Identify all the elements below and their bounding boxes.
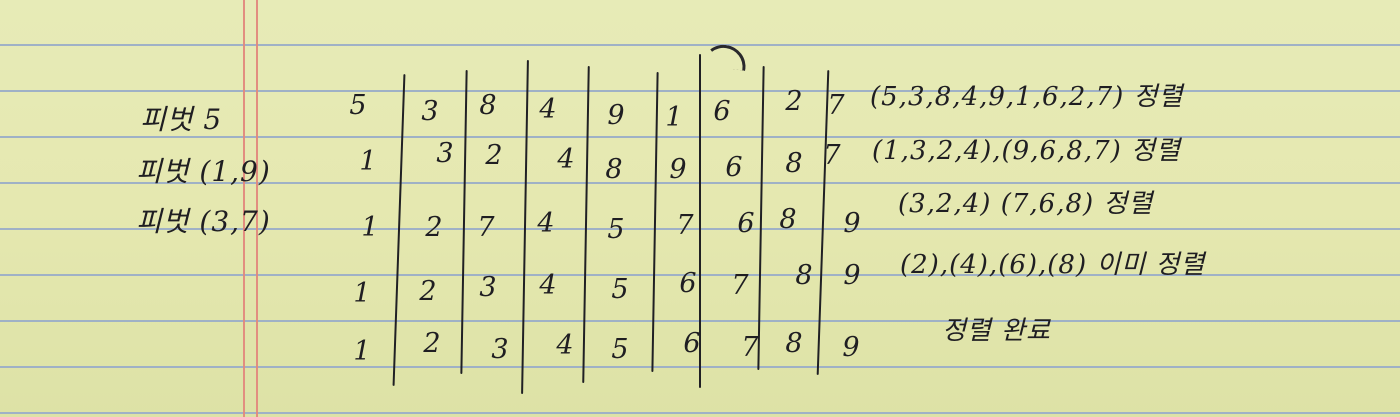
grid-cell: 2 — [485, 140, 503, 171]
row-label-3: 피벗 (3,7) — [136, 205, 271, 238]
note-line-1: (5,3,8,4,9,1,6,2,7) 정렬 — [870, 82, 1184, 112]
note-line-5: 정렬 완료 — [942, 316, 1051, 346]
grid-cell: 4 — [539, 94, 557, 125]
grid-cell: 2 — [785, 86, 803, 117]
grid-cell: 7 — [731, 270, 749, 301]
grid-cell: 8 — [605, 154, 623, 185]
grid-cell: 7 — [823, 140, 841, 171]
grid-cell: 9 — [843, 260, 861, 291]
grid-cell: 7 — [741, 332, 759, 363]
grid-cell: 7 — [827, 90, 845, 121]
grid-cell: 6 — [683, 328, 701, 359]
grid-cell: 3 — [479, 272, 497, 303]
margin-line — [243, 0, 245, 417]
grid-cell: 4 — [556, 330, 574, 361]
row-label-1: 피벗 5 — [140, 103, 223, 136]
grid-cell: 5 — [349, 90, 367, 121]
grid-cell: 9 — [669, 154, 687, 185]
note-line-3: (3,2,4) (7,6,8) 정렬 — [898, 189, 1154, 219]
grid-cell: 3 — [421, 96, 439, 127]
grid-cell: 2 — [425, 212, 443, 243]
grid-cell: 7 — [477, 212, 495, 243]
grid-cell: 5 — [607, 214, 625, 245]
grid-cell: 2 — [423, 328, 441, 359]
grid-cell: 6 — [679, 268, 697, 299]
grid-cell: 1 — [361, 212, 379, 243]
grid-cell: 9 — [843, 208, 861, 239]
grid-cell: 1 — [359, 146, 377, 177]
grid-cell: 7 — [676, 210, 694, 241]
grid-cell: 2 — [419, 276, 437, 307]
note-line-4: (2),(4),(6),(8) 이미 정렬 — [900, 250, 1206, 280]
grid-cell: 5 — [611, 274, 629, 305]
grid-cell: 1 — [353, 336, 371, 367]
grid-cell: 9 — [842, 332, 860, 363]
grid-cell: 6 — [713, 96, 731, 127]
grid-cell: 5 — [611, 334, 629, 365]
grid-cell: 3 — [491, 334, 509, 365]
note-line-2: (1,3,2,4),(9,6,8,7) 정렬 — [872, 136, 1181, 166]
grid-cell: 3 — [436, 138, 454, 169]
row-label-2: 피벗 (1,9) — [136, 155, 271, 188]
grid-cell: 4 — [537, 208, 555, 239]
grid-cell: 4 — [557, 144, 575, 175]
grid-cell: 4 — [539, 270, 557, 301]
grid-cell: 8 — [785, 148, 803, 179]
margin-line — [256, 0, 258, 417]
grid-cell: 8 — [785, 328, 803, 359]
grid-cell: 1 — [665, 102, 683, 133]
grid-cell: 8 — [479, 90, 497, 121]
cell-divider — [699, 54, 701, 388]
grid-cell: 9 — [607, 100, 625, 131]
grid-cell: 6 — [725, 152, 743, 183]
grid-cell: 8 — [795, 260, 813, 291]
grid-cell: 1 — [353, 278, 371, 309]
grid-cell: 8 — [779, 204, 797, 235]
grid-cell: 6 — [737, 208, 755, 239]
